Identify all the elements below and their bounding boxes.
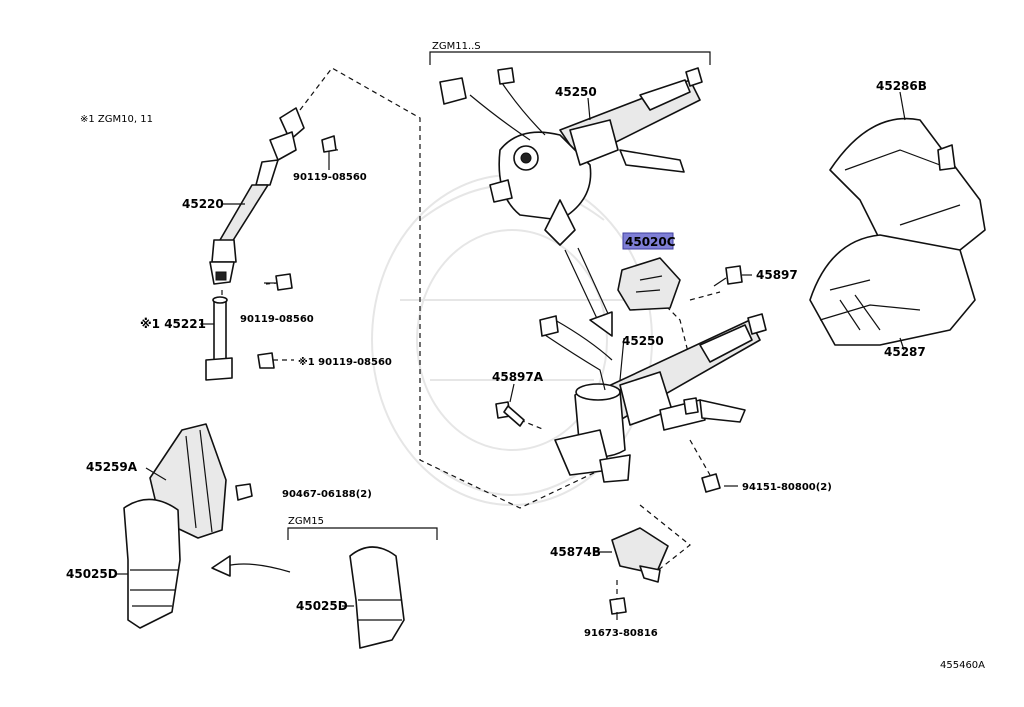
label-91673-80816[interactable]: 91673-80816 (584, 628, 658, 639)
label-90119-08560-c[interactable]: ※1 90119-08560 (298, 356, 392, 368)
label-90119-08560-b[interactable]: 90119-08560 (240, 314, 314, 325)
screw-45897A (495, 401, 525, 427)
bolt-90119-a (321, 135, 337, 160)
bolt-90119-b (264, 273, 293, 291)
bolt-91673 (609, 597, 627, 620)
shaft-45221 (205, 296, 233, 381)
label-45897A[interactable]: 45897A (492, 370, 544, 384)
cover-45287 (809, 234, 976, 346)
label-45020C[interactable]: 45020C (625, 235, 676, 249)
label-45259A[interactable]: 45259A (86, 460, 138, 474)
figure-id: 455460A (940, 660, 985, 671)
leader-lines (116, 91, 906, 607)
zgm15-bracket (287, 527, 438, 540)
direction-arrow (564, 247, 613, 337)
label-90119-08560-a[interactable]: 90119-08560 (293, 172, 367, 183)
part-highlight (622, 232, 674, 250)
clip-90467 (235, 483, 253, 501)
label-45286B[interactable]: 45286B (876, 79, 927, 93)
label-94151-80800[interactable]: 94151-80800(2) (742, 482, 832, 493)
bolt-90119-c (257, 352, 275, 369)
steering-column-45250-top (439, 67, 703, 246)
label-zgm15: ZGM15 (288, 516, 324, 527)
zgm11s-bracket (429, 51, 711, 65)
label-45221[interactable]: ※1 45221 (140, 317, 206, 331)
shaft-45025D-left (123, 498, 181, 629)
switch-45020C (617, 257, 681, 311)
label-45897[interactable]: 45897 (756, 268, 798, 282)
shaft-45025D-right (349, 546, 405, 649)
label-45250-bottom[interactable]: 45250 (622, 334, 664, 348)
label-45874B[interactable]: 45874B (550, 545, 601, 559)
label-90467-06188[interactable]: 90467-06188(2) (282, 489, 372, 500)
cover-45874B (611, 527, 669, 583)
intermediate-shaft-45220 (209, 107, 305, 285)
label-45220[interactable]: 45220 (182, 197, 224, 211)
nut-94151 (701, 473, 721, 493)
label-45025D-right[interactable]: 45025D (296, 599, 348, 613)
label-45250-top[interactable]: 45250 (555, 85, 597, 99)
label-45025D-left[interactable]: 45025D (66, 567, 118, 581)
screw-45897 (713, 265, 743, 287)
label-note-zgm10-11: ※1 ZGM10, 11 (80, 114, 153, 125)
transfer-arrow (211, 555, 291, 577)
steering-column-45250-bottom (539, 313, 767, 483)
label-45287[interactable]: 45287 (884, 345, 926, 359)
label-zgm11s: ZGM11..S (432, 41, 481, 52)
